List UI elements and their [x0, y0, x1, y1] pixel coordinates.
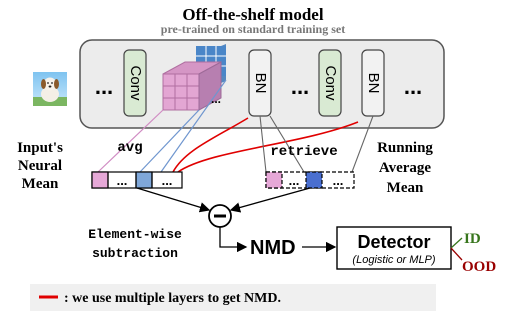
running-mean-label: Running Average Mean — [377, 140, 433, 196]
running-mean-label-line3: Mean — [387, 180, 424, 196]
elementwise-label-line1: Element-wise — [88, 227, 182, 242]
nmd-label: NMD — [250, 237, 296, 259]
avg-guide-pink — [97, 109, 164, 173]
detector-subtitle: (Logistic or MLP) — [352, 254, 435, 266]
inputs-mean-label-line2: Neural — [18, 158, 62, 174]
model-title: Off-the-shelf model — [182, 5, 323, 24]
red-connector-2 — [177, 121, 359, 173]
id-output-label: ID — [464, 231, 481, 247]
input-mean-dots-1: ... — [117, 173, 128, 188]
feature-map-grid: ... — [162, 44, 226, 111]
inputs-mean-label-line3: Mean — [22, 176, 59, 192]
input-mean-dots-2: ... — [162, 173, 173, 188]
subtract-to-nmd-arrow — [219, 227, 248, 253]
ood-output-label: OOD — [462, 259, 496, 275]
running-to-subtract-arrow — [229, 187, 311, 213]
bn-layer-1-label: BN — [252, 73, 269, 94]
legend-text: : we use multiple layers to get NMD. — [64, 291, 281, 306]
running-mean-vector: ... ... — [265, 171, 355, 189]
conv-layer-1-label: Conv — [127, 65, 144, 101]
detector-box — [336, 226, 452, 270]
feature-map-dots: ... — [211, 92, 221, 106]
input-mean-vector: ... ... — [91, 171, 183, 189]
id-branch — [450, 237, 463, 249]
legend-panel — [30, 284, 436, 311]
conv-layer-2-label: Conv — [322, 65, 339, 101]
ellipsis-middle: ... — [291, 74, 309, 99]
ellipsis-right: ... — [404, 74, 422, 99]
model-subtitle: pre-trained on standard training set — [161, 22, 345, 36]
running-mean-label-line1: Running — [377, 140, 433, 156]
ood-branch — [450, 247, 463, 261]
conv-layer-2 — [318, 49, 342, 117]
running-mean-dots-2: ... — [333, 173, 344, 188]
elementwise-label-line2: subtraction — [92, 246, 178, 261]
inputs-mean-label-line1: Input's — [17, 140, 63, 156]
avg-label: avg — [117, 140, 142, 156]
inputs-mean-label: Input's Neural Mean — [17, 140, 63, 192]
dog-photo-icon — [33, 72, 67, 106]
ellipsis-left: ... — [95, 74, 113, 99]
minus-icon — [214, 214, 226, 218]
red-connector-1 — [172, 117, 249, 173]
running-mean-dots-1: ... — [289, 173, 300, 188]
bn-layer-2-label: BN — [365, 73, 382, 94]
input-to-subtract-arrow — [136, 187, 211, 213]
avg-guide-blue — [139, 109, 200, 173]
detector-title: Detector — [357, 232, 430, 252]
conv-layer-1 — [123, 49, 147, 117]
running-mean-label-line2: Average — [379, 160, 432, 176]
retrieve-label: retrieve — [270, 144, 337, 160]
